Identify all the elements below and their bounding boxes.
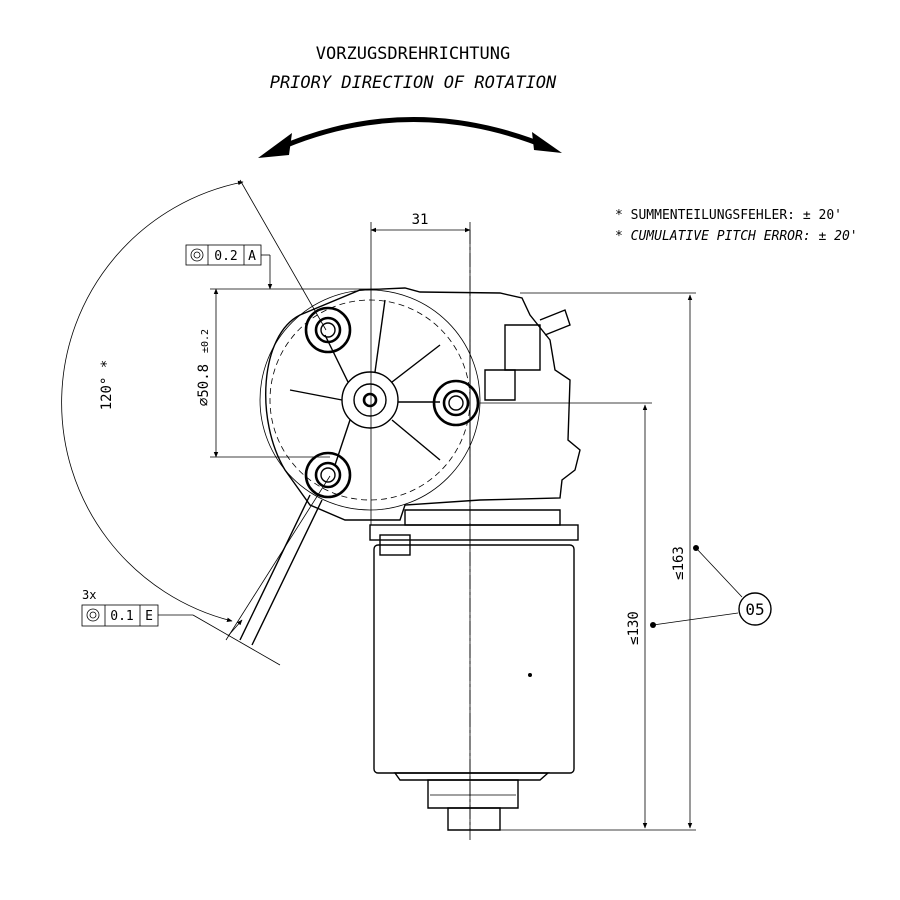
note-en: * CUMULATIVE PITCH ERROR: ± 20' xyxy=(615,229,858,244)
mounting-boss xyxy=(432,379,480,427)
tolerance-top-value: 0.2 xyxy=(214,249,237,264)
angle-label: 120° * xyxy=(99,360,115,411)
rotation-arrow-icon xyxy=(258,117,562,158)
tolerance-bottom-multiplier: 3x xyxy=(82,588,96,602)
dimension-31-label: 31 xyxy=(412,212,429,228)
gear-housing xyxy=(239,287,581,646)
angle-dimension: 120° * xyxy=(61,179,331,641)
height-dimensions: ≤163 ≤130 xyxy=(450,292,696,831)
tolerance-frame-top: 0.2 A xyxy=(185,244,273,290)
dimension-31: 31 xyxy=(370,212,471,830)
title-en: PRIORY DIRECTION OF ROTATION xyxy=(270,73,557,93)
diameter-tol: ±0.2 xyxy=(200,329,211,353)
mounting-boss xyxy=(304,451,352,499)
concentricity-icon xyxy=(190,248,204,262)
balloon-label: 05 xyxy=(745,600,764,619)
tolerance-bottom-value: 0.1 xyxy=(110,609,133,624)
diameter-label: ∅50.8 xyxy=(196,364,212,406)
note-de: * SUMMENTEILUNGSFEHLER: ± 20' xyxy=(615,208,842,223)
height-lower-label: ≤130 xyxy=(626,611,642,645)
tolerance-frame-bottom: 3x 0.1 E xyxy=(81,588,281,666)
tolerance-bottom-datum: E xyxy=(145,609,153,624)
title-de: VORZUGSDREHRICHTUNG xyxy=(316,44,510,64)
concentricity-icon xyxy=(86,608,100,622)
motor-body xyxy=(369,509,579,831)
height-total-label: ≤163 xyxy=(671,546,687,580)
mounting-boss xyxy=(304,306,352,354)
balloon: 05 xyxy=(650,545,772,628)
tolerance-top-datum: A xyxy=(248,249,256,264)
diameter-dimension: ∅50.8 ±0.2 xyxy=(196,288,380,458)
